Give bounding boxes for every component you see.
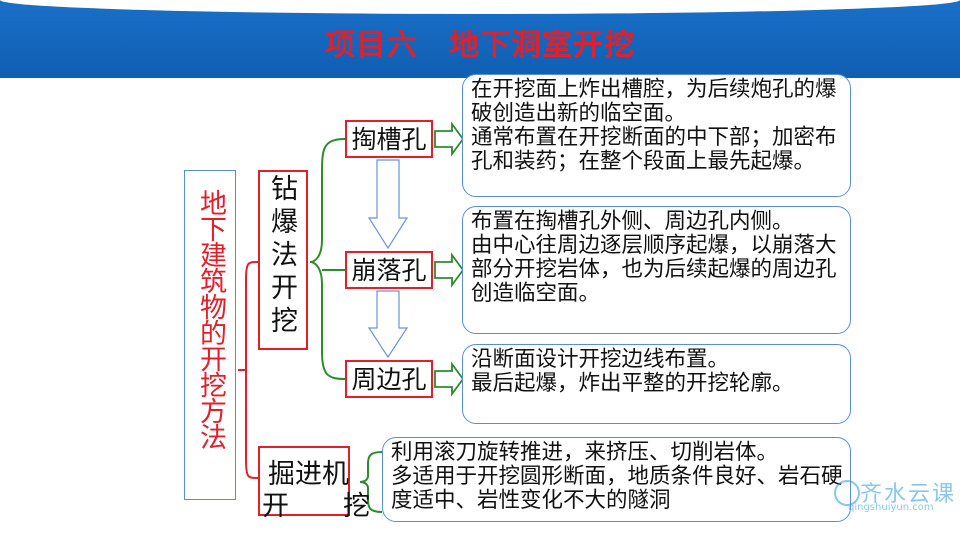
right-arrow-2 xyxy=(434,252,465,288)
desc-text: 通常布置在开挖断面的中下部；加密布孔和装药；在整个段面上最先起爆。 xyxy=(471,125,837,174)
method-drill-blast: 钻爆法开挖 xyxy=(258,170,308,350)
desc-text: 由中心往周边逐层顺序起爆，以崩落大部分开挖岩体，也为后续起爆的周边孔创造临空面。 xyxy=(471,233,837,306)
desc-text: 沿断面设计开挖边线布置。 xyxy=(471,347,730,372)
desc-tbm: 利用滚刀旋转推进，来挤压、切削岩体。 多适用于开挖圆形断面，地质条件良好、岩石硬… xyxy=(382,437,851,522)
desc-text: 在开挖面上炸出槽腔，为后续炮孔的爆破创造出新的临空面。 xyxy=(471,77,837,126)
down-arrow-1 xyxy=(367,159,409,250)
desc-text: 最后起爆，炸出平整的开挖轮廓。 xyxy=(471,371,794,396)
method-tbm: 掘进机 开 挖 xyxy=(258,446,370,522)
desc-text: 布置在掏槽孔外侧、周边孔内侧。 xyxy=(471,209,794,234)
down-arrow-2 xyxy=(367,290,409,359)
root-label: 地下建筑物的开挖方法 xyxy=(195,189,226,449)
desc-text: 利用滚刀旋转推进，来挤压、切削岩体。 xyxy=(391,440,779,465)
page-title: 项目六 地下洞室开挖 xyxy=(325,28,635,63)
hole-stoping: 崩落孔 xyxy=(345,251,433,289)
method-drill-blast-label: 钻爆法开挖 xyxy=(266,174,297,339)
method-brace xyxy=(309,138,346,380)
desc-perimeter-hole: 沿断面设计开挖边线布置。 最后起爆，炸出平整的开挖轮廓。 xyxy=(462,344,851,424)
watermark-en: qingshuiyun.com xyxy=(848,502,934,513)
method-tbm-label-line1: 掘进机 xyxy=(268,459,349,490)
right-arrow-1 xyxy=(434,121,465,157)
right-arrow-3 xyxy=(434,361,465,397)
desc-cut-hole: 在开挖面上炸出槽腔，为后续炮孔的爆破创造出新的临空面。 通常布置在开挖断面的中下… xyxy=(462,74,851,197)
desc-stoping-hole: 布置在掏槽孔外侧、周边孔内侧。 由中心往周边逐层顺序起爆，以崩落大部分开挖岩体，… xyxy=(462,206,851,334)
root-node: 地下建筑物的开挖方法 xyxy=(184,170,236,500)
watermark-logo: 齐水云课 qingshuiyun.com xyxy=(834,476,960,516)
hole-perimeter: 周边孔 xyxy=(345,360,433,398)
logo-ring-icon xyxy=(834,480,860,506)
desc-text: 多适用于开挖圆形断面，地质条件良好、岩石硬度适中、岩性变化不大的隧洞 xyxy=(391,464,843,513)
watermark-cn: 齐水云课 xyxy=(860,482,957,507)
hole-cut: 掏槽孔 xyxy=(345,120,433,158)
method-tbm-label-line2: 开 挖 xyxy=(262,491,370,522)
header-cap xyxy=(0,0,960,14)
tbm-brace xyxy=(359,451,383,513)
